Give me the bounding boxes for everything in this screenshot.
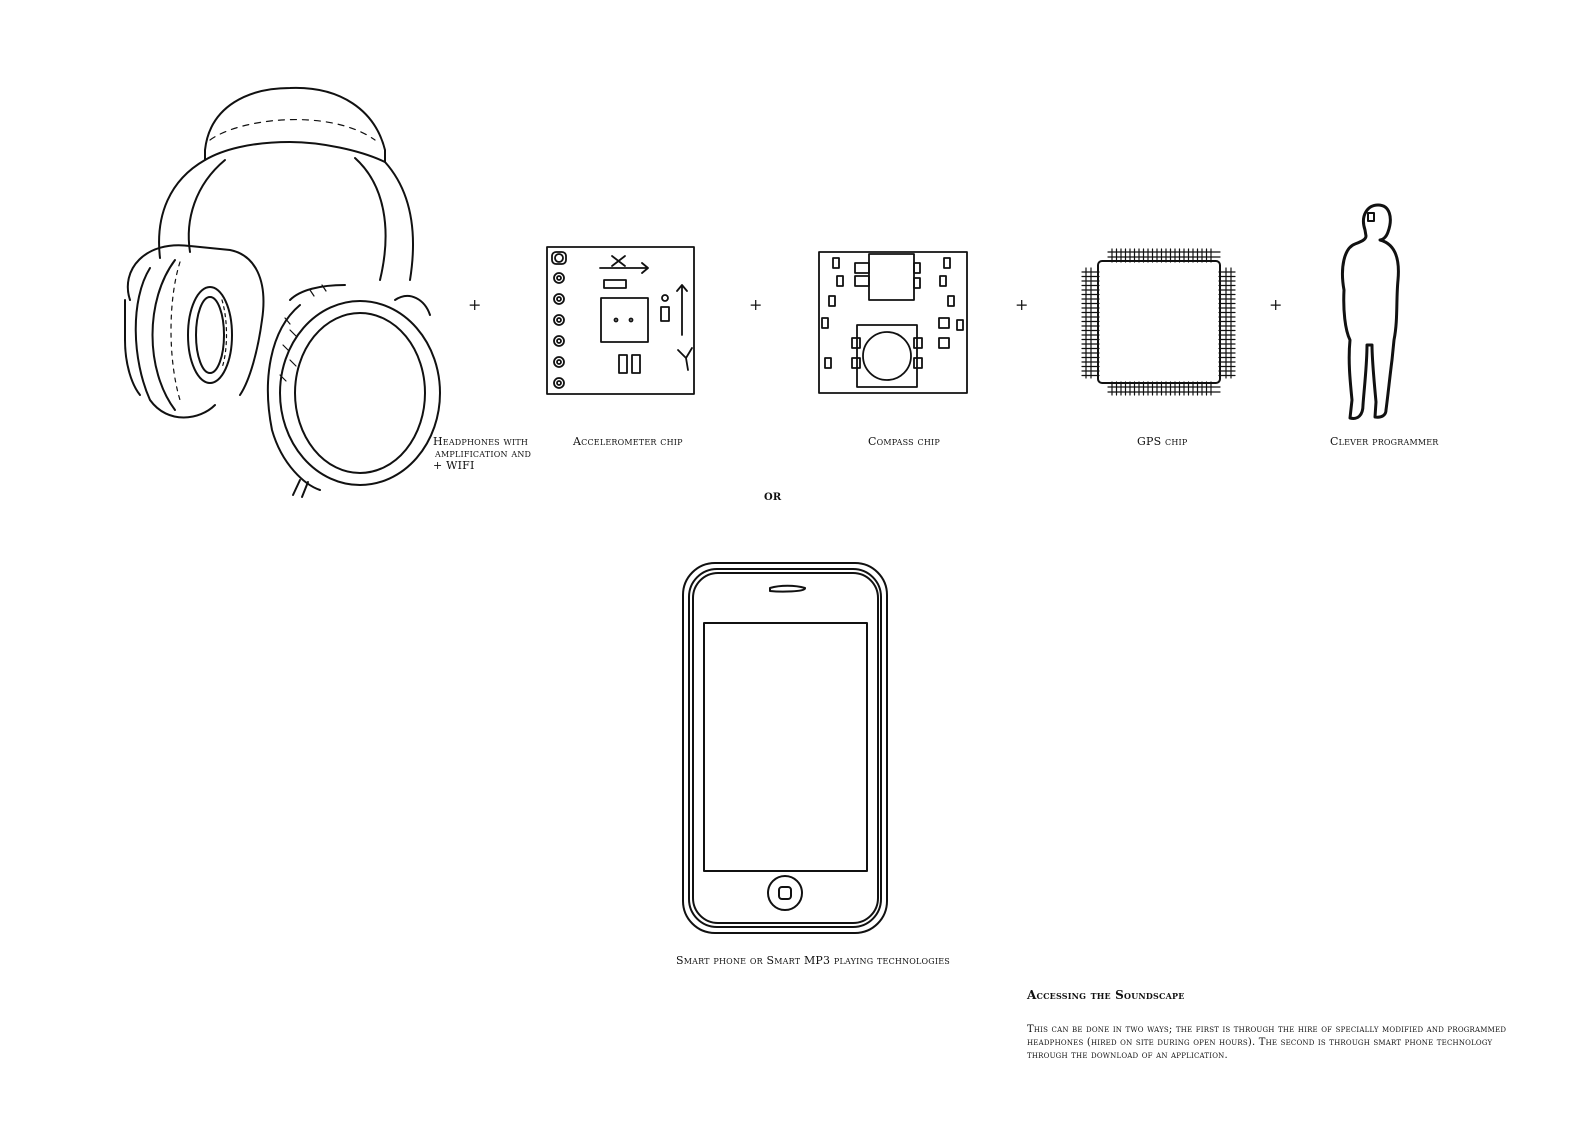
section-title: Accessing the Soundscape [1027, 988, 1185, 1002]
phone-label: Smart phone or Smart MP3 playing technol… [676, 954, 950, 967]
plus-sign: + [1269, 295, 1283, 314]
compass-label: Compass chip [868, 435, 940, 448]
headphones-label-line1: Headphones with [433, 435, 529, 448]
section-body: This can be done in two ways; the first … [1027, 1024, 1507, 1061]
programmer-label: Clever programmer [1330, 435, 1439, 448]
headphones-label: Headphones with amplification and + WIFI [433, 436, 531, 472]
plus-sign: + [749, 295, 763, 314]
accelerometer-label: Accelerometer chip [573, 435, 683, 448]
headphones-label-line2: amplification and [435, 447, 532, 460]
or-separator: or [764, 488, 782, 504]
headphones-label-line3: + WIFI [433, 459, 475, 472]
plus-sign: + [1015, 295, 1029, 314]
gps-label: GPS chip [1137, 435, 1188, 448]
plus-sign: + [468, 295, 482, 314]
